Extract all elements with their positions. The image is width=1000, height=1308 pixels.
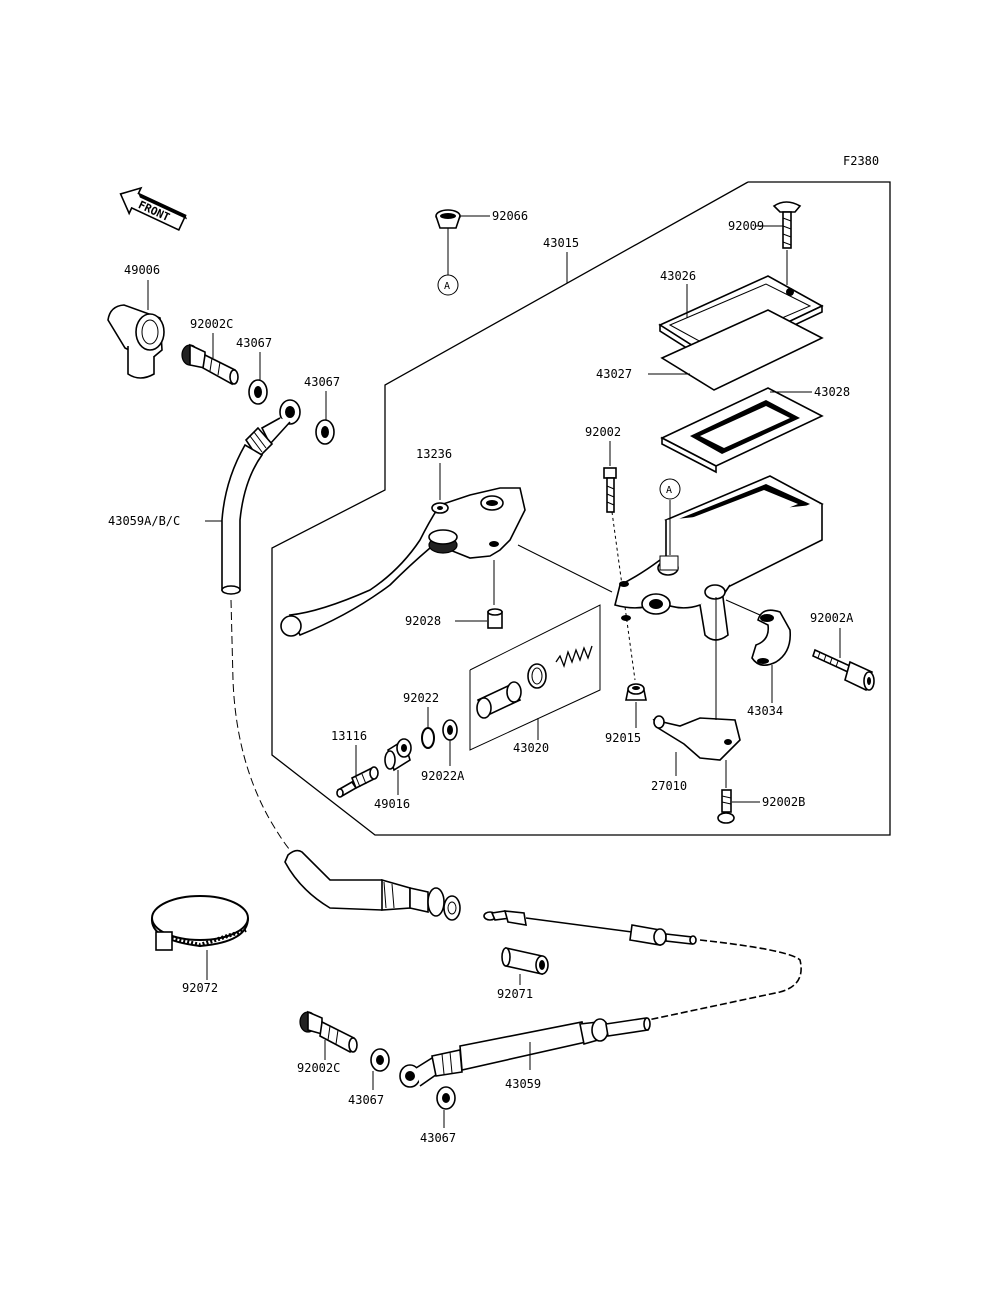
figure-code: F2380 <box>843 154 879 168</box>
label-92015: 92015 <box>605 731 641 745</box>
label-43059abc: 43059A/B/C <box>108 514 180 528</box>
cable-part <box>483 910 802 1021</box>
label-92022a: 92022A <box>421 769 465 783</box>
label-13236: 13236 <box>416 447 452 461</box>
ref-a-lower: A <box>666 485 672 496</box>
lever-pin-part <box>487 608 503 629</box>
cap-screw-part <box>772 201 802 249</box>
label-49006: 49006 <box>124 263 160 277</box>
label-92071: 92071 <box>497 987 533 1001</box>
label-43034: 43034 <box>747 704 783 718</box>
label-92002a: 92002A <box>810 611 854 625</box>
label-43026: 43026 <box>660 269 696 283</box>
label-43067-lower-1: 43067 <box>348 1093 384 1107</box>
ref-circle-a-upper <box>437 274 459 296</box>
hose-lower-segment-part <box>284 849 461 921</box>
gasket-lower-2-part <box>436 1086 456 1110</box>
cap-plate-part <box>660 309 824 391</box>
label-43059: 43059 <box>505 1077 541 1091</box>
label-43067-lower-2: 43067 <box>420 1131 456 1145</box>
label-43015: 43015 <box>543 236 579 250</box>
label-43067-upper-1: 43067 <box>236 336 272 350</box>
bleeder-cap-part <box>625 683 647 701</box>
snap-ring-part <box>421 727 435 749</box>
piston-assembly-part <box>476 645 593 719</box>
ref-circle-a-lower <box>659 478 681 500</box>
banjo-cover-part <box>107 304 165 379</box>
label-27010: 27010 <box>651 779 687 793</box>
clamp-bolt-part <box>812 648 875 692</box>
gasket-upper-2-part <box>315 419 335 445</box>
master-cylinder-part <box>614 475 824 641</box>
switch-screw-part <box>717 789 735 824</box>
clamp-holder-part <box>751 609 792 666</box>
hose-part <box>399 1017 651 1088</box>
banjo-bolt-upper-part <box>181 343 239 386</box>
gasket-upper-1-part <box>248 379 268 405</box>
label-92002: 92002 <box>585 425 621 439</box>
fitting-part <box>336 766 379 798</box>
label-43027: 43027 <box>596 367 632 381</box>
snap-ring-a-part <box>442 719 458 741</box>
label-43067-upper-2: 43067 <box>304 375 340 389</box>
label-49016: 49016 <box>374 797 410 811</box>
label-92022: 92022 <box>403 691 439 705</box>
label-13116: 13116 <box>331 729 367 743</box>
label-92066: 92066 <box>492 209 528 223</box>
switch-part <box>652 715 741 761</box>
assembly-frame <box>271 181 891 836</box>
label-92028: 92028 <box>405 614 441 628</box>
front-arrow-icon: FRONT <box>119 186 188 231</box>
banjo-bolt-lower-part <box>299 1010 358 1054</box>
spacer-part <box>501 947 549 975</box>
bleeder-screw-part <box>603 467 617 513</box>
band-part <box>150 895 249 951</box>
label-43020: 43020 <box>513 741 549 755</box>
reservoir-cap-plug-part <box>435 209 461 229</box>
diaphragm-part <box>660 387 824 474</box>
label-92002c-upper: 92002C <box>190 317 233 331</box>
label-92072: 92072 <box>182 981 218 995</box>
lever-part <box>280 487 526 637</box>
ref-a-upper: A <box>444 281 450 292</box>
label-92002b: 92002B <box>762 795 805 809</box>
label-92002c-lower: 92002C <box>297 1061 340 1075</box>
label-92009: 92009 <box>728 219 764 233</box>
boot-part <box>384 738 412 772</box>
label-43028: 43028 <box>814 385 850 399</box>
gasket-lower-1-part <box>370 1048 390 1072</box>
hose-set-part <box>221 399 301 595</box>
